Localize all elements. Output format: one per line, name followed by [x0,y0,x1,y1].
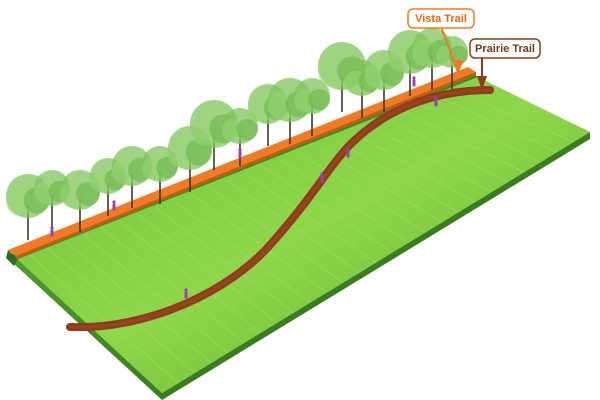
walker [320,172,324,183]
vista-trail-callout: Vista Trail [407,8,475,74]
walker-head [320,172,324,176]
tree [60,170,100,232]
mowing-stripe [47,248,196,374]
prairie-trail-label-box [469,38,541,59]
mowing-stripe [226,179,360,273]
walker [50,226,54,237]
lawn-side-front [162,132,590,400]
walker-head [346,147,350,151]
walker-body [320,175,324,183]
walker-head [434,96,438,100]
mowing-stripe [280,159,410,243]
mowing-stripe [101,227,245,344]
walker-head [412,76,416,80]
mowing-stripe [406,111,525,173]
tree [222,108,258,166]
vista-trail-label-box [407,8,475,29]
mowing-stripe [459,91,574,143]
mowing-stripe [190,193,327,294]
vista-trail-pointer-tip [452,60,464,74]
mowing-stripe [441,98,558,153]
prairie-trail-callout: Prairie Trail [469,38,541,90]
mowing-stripe [352,132,476,203]
walker [112,200,116,211]
mowing-stripe [262,166,393,253]
prairie-trail-highlight [68,88,492,329]
walker-body [112,203,116,211]
walker-body [434,99,438,107]
lawn [12,77,590,393]
mowing-stripe [173,200,311,304]
mowing-stripe [298,152,426,233]
mowing-stripe [334,139,459,213]
vista-trail-label: Vista Trail [415,13,467,25]
walker [346,147,350,158]
mowing-stripe [155,207,294,314]
vista-trail [8,67,476,256]
walker-body [184,291,188,299]
tree-foliage [308,88,331,111]
walker-body [50,229,54,237]
walker [238,148,242,159]
walker-body [238,151,242,159]
mowing-stripe [29,254,179,384]
mowing-stripe [119,220,262,334]
vista-trail-edge [16,72,476,259]
prairie-trail-label: Prairie Trail [475,43,535,55]
mowing-stripe [65,241,212,364]
mowing-stripe [83,234,229,354]
walker [412,76,416,87]
tree-foliage [236,118,258,141]
walker-body [412,79,416,87]
hedge-shade [6,250,18,266]
mowing-stripe [424,104,541,163]
walker-body [346,150,350,158]
mowing-stripe [388,118,508,183]
tree [294,78,331,136]
walker [434,96,438,107]
walkers [50,76,438,299]
walker-head [112,200,116,204]
walker-head [50,226,54,230]
mowing-stripe [370,125,492,193]
mowing-stripe [137,213,278,324]
walker-head [184,288,188,292]
mowing-stripe [244,173,377,263]
tree-line [5,28,468,240]
walker [184,288,188,299]
prairie-trail-pointer-tip [477,76,487,90]
walker-head [238,148,242,152]
